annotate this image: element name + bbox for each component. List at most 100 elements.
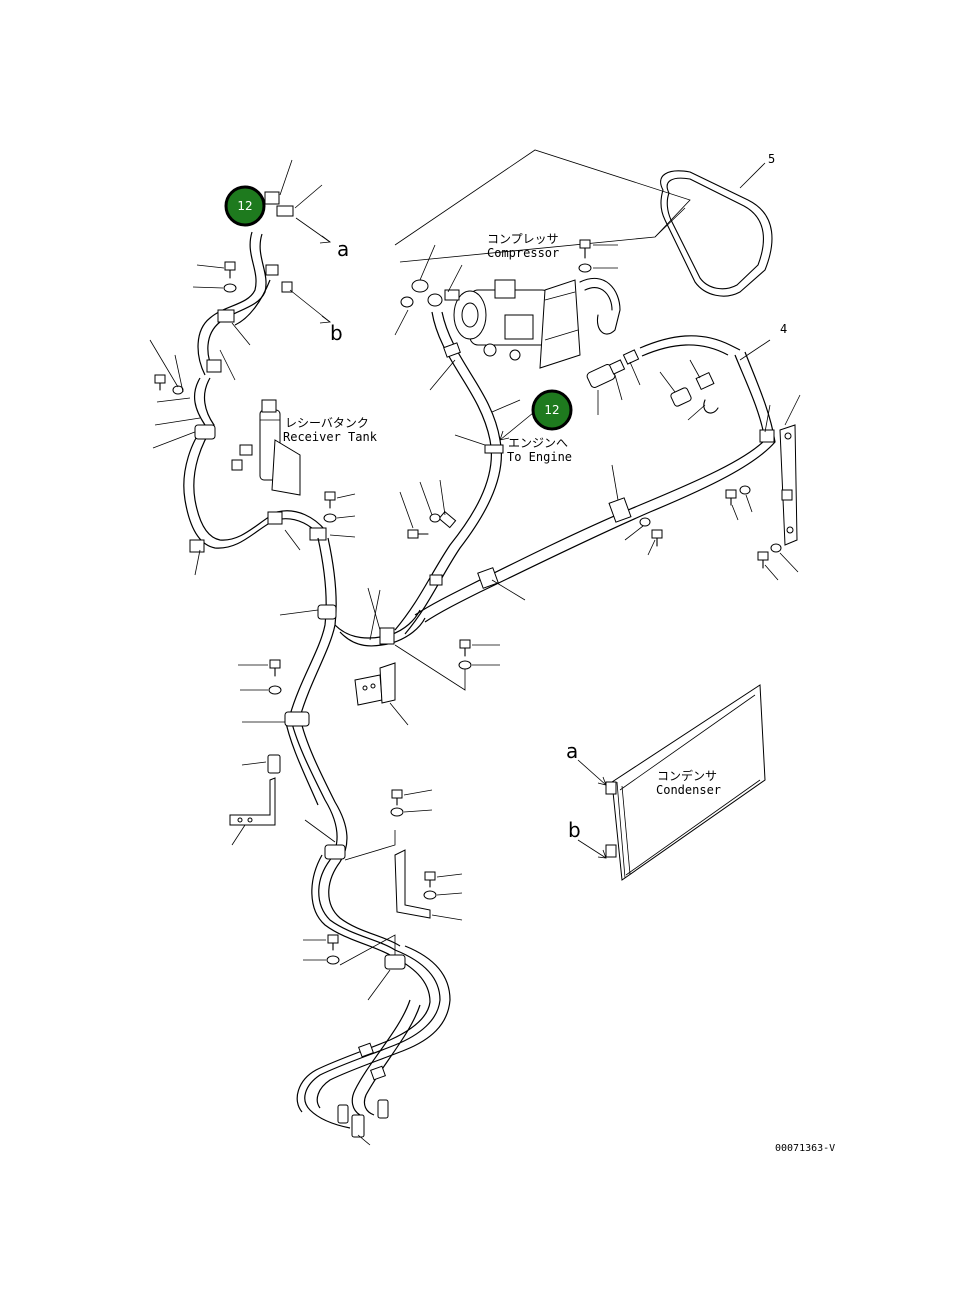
leader-line bbox=[436, 892, 463, 896]
leader-line bbox=[614, 374, 623, 401]
leader-line bbox=[403, 789, 433, 796]
badge-label: 12 bbox=[544, 403, 559, 417]
bolt bbox=[578, 239, 592, 273]
bolt bbox=[458, 639, 472, 670]
leader-line bbox=[689, 359, 701, 379]
bolt bbox=[154, 374, 184, 395]
leader-line bbox=[241, 761, 267, 766]
arrow-head bbox=[597, 849, 607, 859]
bolt bbox=[423, 871, 437, 900]
leader-line bbox=[154, 417, 201, 426]
receiver-tank bbox=[231, 399, 301, 496]
leader-5 bbox=[739, 162, 766, 189]
condenser bbox=[605, 684, 766, 881]
leader-line bbox=[152, 429, 201, 449]
leader-line bbox=[194, 549, 201, 576]
drive-belt bbox=[660, 170, 773, 297]
leader-line bbox=[764, 564, 779, 581]
bolt bbox=[390, 789, 404, 817]
reference-a: a bbox=[337, 237, 349, 261]
part-number-5: 5 bbox=[768, 152, 775, 166]
condenser-port-a: a bbox=[566, 739, 578, 763]
discharge-hose bbox=[586, 335, 741, 414]
leader-line bbox=[739, 339, 771, 361]
leader-line bbox=[357, 1134, 371, 1146]
receiver-tank-label-en: Receiver Tank bbox=[283, 430, 378, 444]
badge-label: 12 bbox=[237, 199, 252, 213]
to-engine-arrow bbox=[499, 412, 534, 441]
leader-line bbox=[336, 515, 356, 519]
leader-line bbox=[231, 322, 251, 346]
bolt bbox=[323, 491, 337, 523]
callout-badge-12[interactable]: 12 bbox=[531, 389, 573, 431]
leader-line bbox=[436, 873, 463, 878]
leader-line bbox=[192, 286, 224, 289]
main-trunk bbox=[289, 537, 426, 718]
arrow-head bbox=[319, 235, 332, 244]
leader-line bbox=[279, 159, 293, 196]
leader-line bbox=[389, 702, 409, 726]
bolt bbox=[326, 934, 340, 965]
leader-line bbox=[294, 184, 323, 209]
leader-line bbox=[647, 539, 656, 556]
mounting-bracket bbox=[394, 849, 431, 919]
bolt bbox=[639, 517, 663, 547]
leader-line bbox=[367, 969, 391, 1001]
part-number-4: 4 bbox=[780, 322, 787, 336]
leader-line bbox=[779, 552, 799, 573]
leader-line bbox=[429, 359, 456, 391]
mounting-bracket bbox=[229, 777, 276, 826]
callout-badge-12[interactable]: 12 bbox=[224, 185, 266, 227]
leader-line bbox=[149, 339, 179, 388]
leader-line bbox=[454, 434, 486, 446]
leader-line bbox=[491, 579, 526, 601]
compressor-fittings bbox=[400, 279, 460, 308]
leader-line bbox=[394, 644, 466, 691]
leader-line bbox=[369, 589, 381, 641]
bolt bbox=[757, 543, 782, 569]
mounting-bracket bbox=[354, 662, 396, 706]
leader-line bbox=[419, 244, 436, 281]
bottom-hoses bbox=[296, 945, 451, 1138]
condenser-lines-upper bbox=[197, 191, 294, 376]
compressor bbox=[453, 277, 621, 369]
leader-line bbox=[687, 404, 706, 421]
leader-line bbox=[219, 349, 236, 381]
bolt bbox=[223, 261, 237, 293]
leader-line bbox=[304, 819, 336, 843]
arrow-head bbox=[319, 315, 332, 324]
leader-line bbox=[336, 493, 356, 499]
lower-trunk bbox=[284, 711, 401, 956]
leader-line bbox=[659, 371, 676, 393]
leader-line bbox=[339, 934, 396, 966]
compressor-group-bracket bbox=[394, 149, 691, 263]
bolt bbox=[407, 513, 441, 539]
condenser-label-en: Condenser bbox=[656, 783, 721, 797]
compressor-label-jp: コンプレッサ bbox=[487, 232, 559, 246]
leader-line bbox=[447, 264, 463, 293]
leader-line bbox=[196, 264, 225, 269]
leader-line bbox=[419, 481, 433, 516]
leader-line bbox=[284, 529, 301, 551]
leader-line bbox=[491, 399, 521, 413]
leader-line bbox=[624, 525, 644, 541]
leader-line bbox=[439, 479, 446, 516]
leader-line bbox=[764, 404, 771, 433]
leader-line bbox=[611, 464, 619, 501]
to-engine-label-jp: エンジンへ bbox=[508, 436, 568, 450]
leader-line bbox=[403, 809, 433, 813]
suction-hose bbox=[394, 311, 504, 635]
leader-line bbox=[367, 587, 381, 631]
condenser-lines-mid bbox=[183, 377, 327, 553]
leader-line bbox=[784, 394, 801, 426]
arrow-head bbox=[597, 776, 607, 786]
condenser-port-b: b bbox=[568, 818, 581, 842]
bracket-leader bbox=[654, 207, 686, 238]
leader-line bbox=[431, 914, 463, 921]
bolt bbox=[268, 659, 282, 695]
condenser-arrow-b bbox=[577, 839, 607, 859]
leader-line bbox=[629, 361, 641, 386]
long-pipe bbox=[414, 351, 776, 623]
leader-line bbox=[399, 491, 414, 529]
